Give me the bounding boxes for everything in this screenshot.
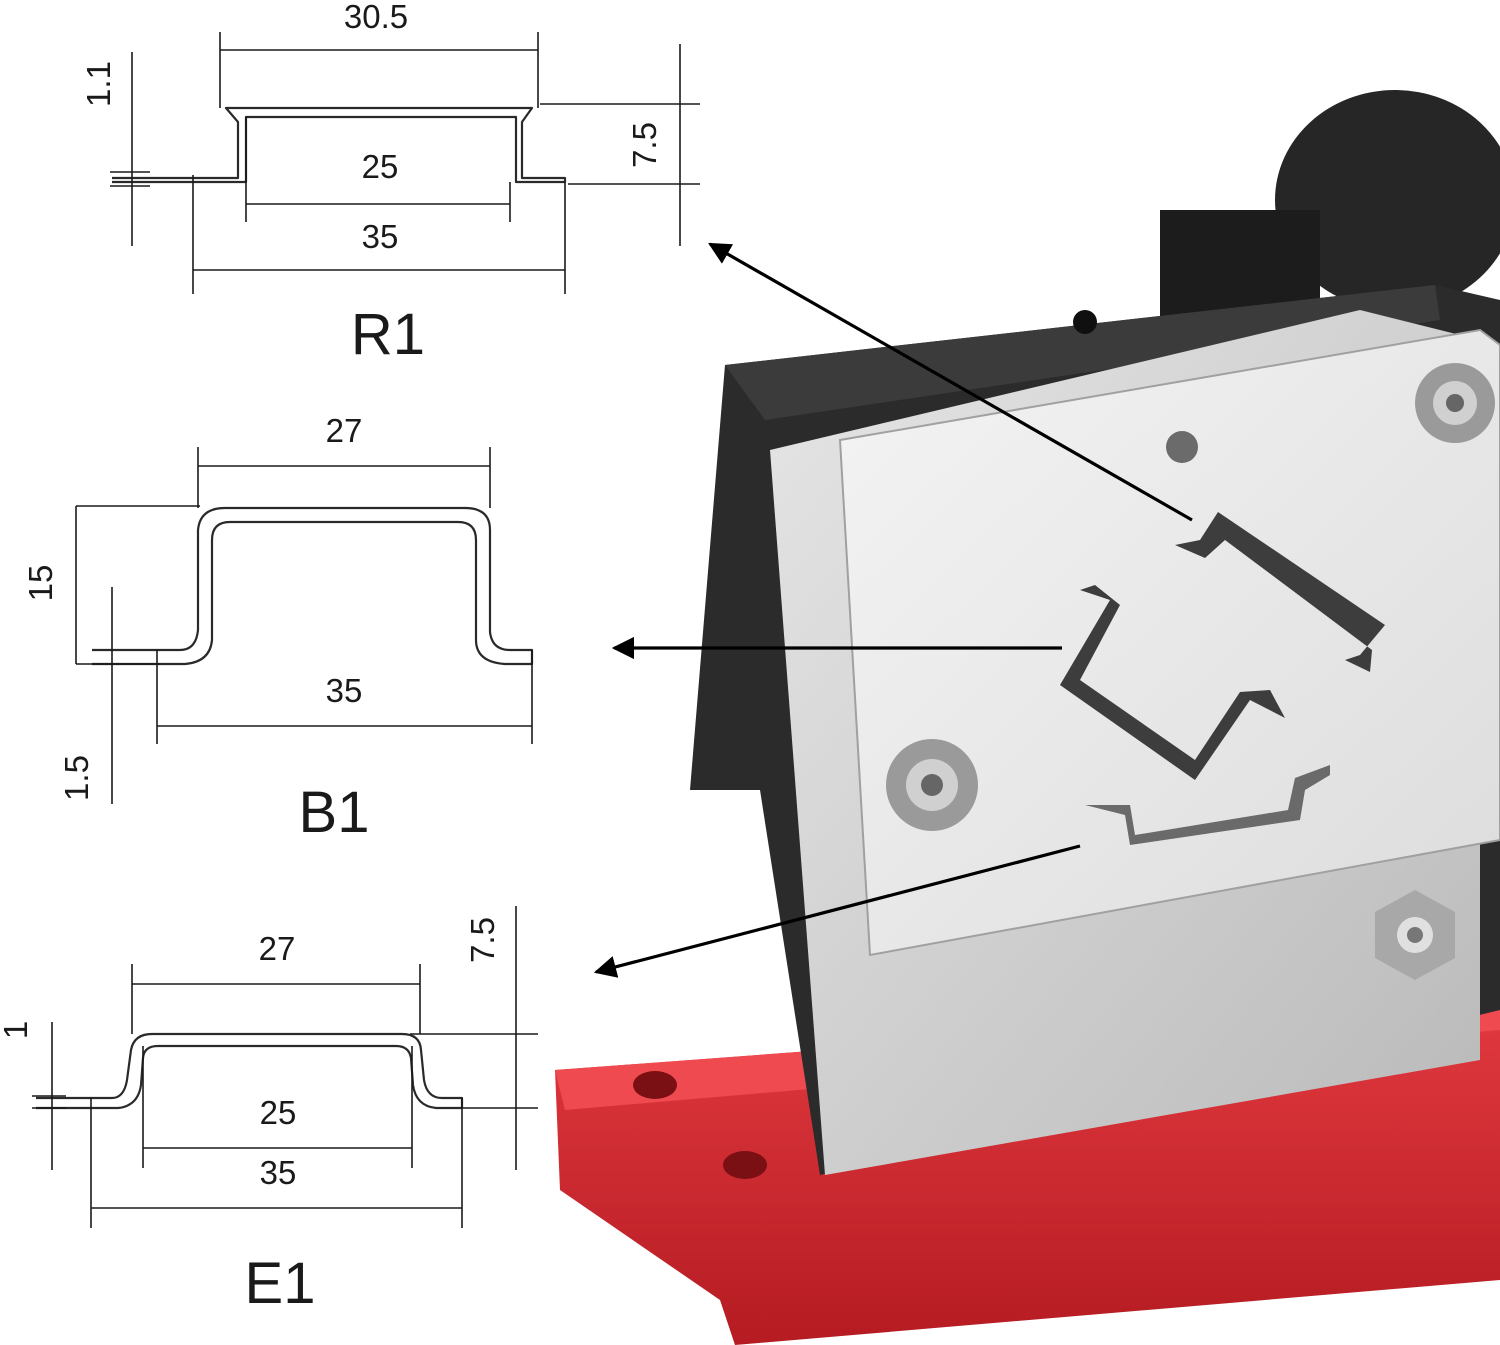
b1-height: 15 — [22, 565, 59, 602]
base-hole — [723, 1151, 767, 1179]
e1-thickness: 1 — [0, 1021, 34, 1039]
e1-inner-width: 25 — [260, 1094, 297, 1131]
r1-thickness: 1.1 — [80, 61, 117, 107]
b1-outer-width: 35 — [326, 672, 363, 709]
e1-label: E1 — [245, 1251, 316, 1316]
r1-cutout — [1175, 512, 1385, 672]
e1-arrow — [593, 844, 1081, 978]
e1-rail-outline — [36, 1032, 464, 1110]
r1-outer-width: 35 — [362, 218, 399, 255]
b1-profile-drawing: 27 15 35 1.5 B1 — [22, 412, 534, 845]
blade-plate — [838, 328, 1500, 957]
b1-thickness: 1.5 — [58, 755, 95, 801]
e1-cutout — [1085, 765, 1330, 845]
motor-drum — [1275, 90, 1500, 310]
e1-profile-drawing: 27 7.5 1 25 35 E1 — [0, 906, 538, 1316]
bolt-icon — [886, 739, 978, 831]
r1-label: R1 — [351, 302, 425, 367]
b1-label: B1 — [299, 780, 370, 845]
nut-icon — [1375, 890, 1455, 980]
b1-top-width: 27 — [326, 412, 363, 449]
din-rail-cutter-machine — [555, 90, 1500, 1345]
e1-top-width: 27 — [259, 930, 296, 967]
e1-height: 7.5 — [464, 917, 501, 963]
bolt-icon — [1415, 363, 1495, 443]
r1-arrow — [708, 242, 1193, 522]
e1-outer-width: 35 — [260, 1154, 297, 1191]
r1-inner-width: 25 — [362, 148, 399, 185]
b1-rail-outline — [92, 506, 534, 666]
base-hole — [633, 1071, 677, 1099]
r1-height: 7.5 — [626, 122, 663, 168]
r1-profile-drawing: 30.5 25 35 1.1 7.5 R1 — [80, 0, 700, 367]
r1-top-width: 30.5 — [344, 0, 408, 35]
r1-rail-outline — [112, 106, 567, 184]
